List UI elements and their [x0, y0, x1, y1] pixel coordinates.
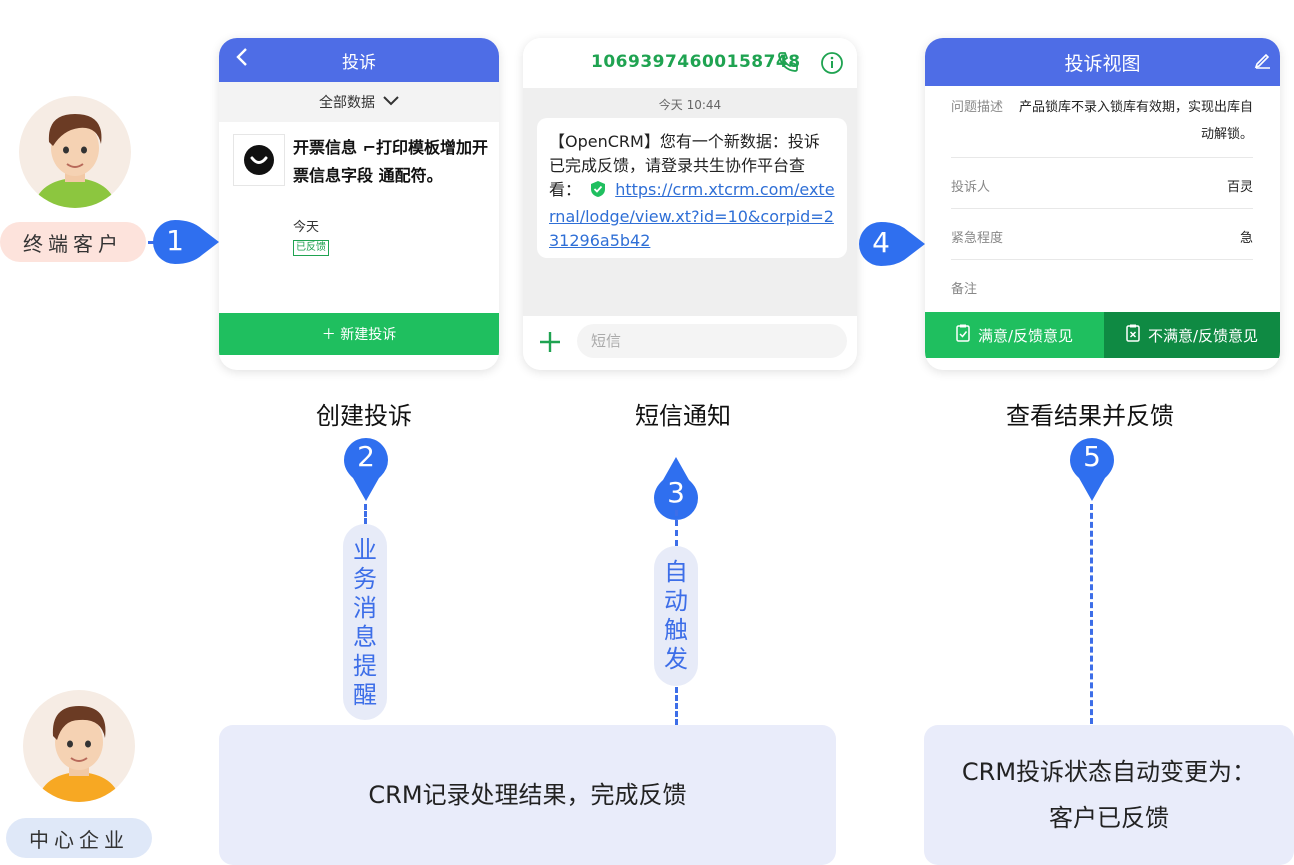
complaint-view-card: 投诉视图 问题描述 产品锁库不录入锁库有效期，实现出库自动解锁。 投诉人 百灵 …: [925, 38, 1280, 370]
complaint-list-header: 投诉: [219, 38, 499, 82]
crm-status-box: CRM投诉状态自动变更为： 客户已反馈: [924, 725, 1294, 865]
crm-record-box: CRM记录处理结果，完成反馈: [219, 725, 836, 865]
enterprise-role-label: 中心企业: [6, 818, 152, 858]
step-label-sms: 短信通知: [635, 402, 731, 430]
field-row-complainant: 投诉人 百灵: [951, 158, 1253, 209]
sms-link[interactable]: https://crm.xtcrm.com/external/lodge/vie…: [549, 180, 835, 250]
step-marker-1: 1: [152, 219, 220, 265]
sms-header: 10693974600158748: [523, 38, 857, 88]
step-label-view: 查看结果并反馈: [1006, 402, 1174, 430]
crm-status-line1: CRM投诉状态自动变更为：: [961, 758, 1257, 786]
field-value: 百灵: [1226, 180, 1253, 195]
field-row-urgency: 紧急程度 急: [951, 209, 1253, 260]
sms-thread: 今天 10:44 【OpenCRM】您有一个新数据：投诉已完成反馈，请登录共生协…: [523, 88, 857, 316]
phone-icon[interactable]: [777, 51, 799, 77]
field-label: 备注: [951, 282, 978, 297]
field-value: 产品锁库不录入锁库有效期，实现出库自动解锁。: [1018, 100, 1253, 142]
crm-record-text: CRM记录处理结果，完成反馈: [368, 781, 687, 809]
connector-3-top: [675, 510, 678, 546]
step-number: 3: [667, 476, 685, 509]
clipboard-check-icon: [956, 324, 970, 346]
customer-role-label: 终端客户: [0, 222, 146, 262]
tag-business-reminder: 业务消息提醒: [343, 524, 387, 720]
step-marker-5: 5: [1069, 438, 1115, 501]
sms-timestamp: 今天 10:44: [658, 98, 722, 112]
complaint-list-title: 投诉: [342, 52, 376, 73]
step-label-create: 创建投诉: [316, 402, 412, 430]
field-label: 投诉人: [951, 180, 991, 195]
step-number: 5: [1083, 440, 1101, 473]
step-number: 1: [166, 224, 184, 257]
status-badge: 已反馈: [293, 240, 329, 256]
plus-icon[interactable]: [539, 331, 561, 357]
logo-icon: [233, 134, 285, 186]
step-marker-4: 4: [858, 221, 926, 267]
step-marker-3: 3: [653, 456, 699, 520]
complaint-item-date: 今天: [293, 220, 320, 235]
chevron-down-icon: [383, 94, 399, 110]
unsatisfied-label: 不满意/反馈意见: [1147, 326, 1259, 345]
complaint-item-title[interactable]: 开票信息 ⌐打印模板增加开票信息字段 通配符。: [293, 138, 488, 185]
sms-message-bubble: 【OpenCRM】您有一个新数据：投诉已完成反馈，请登录共生协作平台查看： ht…: [537, 118, 847, 258]
connector-3-bottom: [675, 687, 678, 725]
satisfied-label: 满意/反馈意见: [977, 326, 1074, 345]
clipboard-x-icon: [1126, 324, 1140, 346]
info-icon[interactable]: [820, 51, 844, 79]
field-label: 紧急程度: [951, 231, 1004, 246]
back-icon[interactable]: [235, 46, 249, 74]
sms-compose-bar: 短信: [523, 316, 857, 370]
edit-icon[interactable]: [1254, 51, 1272, 74]
complaint-view-header: 投诉视图: [925, 38, 1280, 86]
connector-2-top: [364, 504, 367, 524]
unsatisfied-feedback-button[interactable]: 不满意/反馈意见: [1104, 312, 1280, 358]
satisfied-feedback-button[interactable]: 满意/反馈意见: [925, 312, 1104, 358]
data-filter-dropdown[interactable]: 全部数据: [219, 82, 499, 122]
sms-card: 10693974600158748 今天 10:44 【OpenCRM】您有一个…: [523, 38, 857, 370]
new-complaint-button[interactable]: ＋ 新建投诉: [219, 313, 499, 355]
connector-5: [1090, 504, 1093, 724]
step-number: 2: [357, 440, 375, 473]
step-number: 4: [872, 226, 890, 259]
filter-label: 全部数据: [319, 95, 375, 111]
field-row-description: 问题描述 产品锁库不录入锁库有效期，实现出库自动解锁。: [951, 86, 1253, 158]
field-value: 急: [1239, 231, 1253, 246]
sms-input[interactable]: 短信: [577, 324, 847, 358]
crm-status-line2: 客户已反馈: [1049, 804, 1169, 832]
field-row-remark: 备注: [951, 260, 1253, 311]
sms-phone-number: 10693974600158748: [591, 52, 801, 72]
complaint-list-card: 投诉 全部数据 开票信息 ⌐打印模板增加开票信息字段 通配符。 今天 已反馈 ＋…: [219, 38, 499, 370]
sms-message-text: 【OpenCRM】您有一个新数据：投诉已完成反馈，请登录共生协作平台查看：: [549, 132, 820, 199]
complaint-view-title: 投诉视图: [1064, 52, 1141, 75]
shield-check-icon: [590, 180, 606, 205]
customer-avatar: [19, 96, 131, 208]
field-label: 问题描述: [951, 100, 1004, 115]
tag-auto-trigger: 自动触发: [654, 546, 698, 686]
enterprise-avatar: [23, 690, 135, 802]
step-marker-2: 2: [343, 438, 389, 501]
